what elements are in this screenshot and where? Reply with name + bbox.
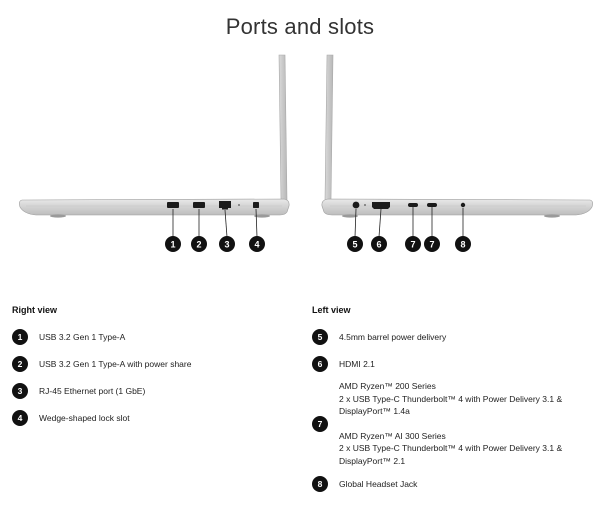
item-text-block: AMD Ryzen™ 200 Series 2 x USB Type-C Thu… [339, 380, 562, 467]
callout-number: 4 [254, 239, 259, 249]
laptop-left-lid [324, 54, 334, 201]
item-number-badge: 4 [12, 410, 28, 426]
item-number-badge: 6 [312, 356, 328, 372]
callout-circle [405, 236, 421, 252]
item-text: USB 3.2 Gen 1 Type-A with power share [39, 359, 192, 369]
list-item: 2 USB 3.2 Gen 1 Type-A with power share [12, 356, 292, 372]
callout-number: 7 [410, 239, 415, 249]
item-text-line: DisplayPort™ 2.1 [339, 455, 406, 466]
headset-jack-icon [460, 202, 466, 208]
callout-number: 1 [170, 239, 175, 249]
callout-number: 3 [224, 239, 229, 249]
callout-number: 5 [352, 239, 357, 249]
callout-markers: 1 2 3 4 5 6 7 7 8 [165, 236, 471, 252]
item-text: HDMI 2.1 [339, 359, 375, 369]
laptop-left-base [321, 198, 593, 216]
list-item: 6 HDMI 2.1 [312, 356, 597, 372]
hdmi-port-icon [372, 202, 390, 209]
usb-c-port-icon [427, 203, 437, 207]
item-text-line: 2 x USB Type-C Thunderbolt™ 4 with Power… [339, 393, 563, 404]
page-title: Ports and slots [225, 14, 375, 39]
item-number-badge: 3 [12, 383, 28, 399]
callout-circle [424, 236, 440, 252]
callout-circle [191, 236, 207, 252]
item-text: RJ-45 Ethernet port (1 GbE) [39, 386, 146, 396]
left-view-section: Left view 5 4.5mm barrel power delivery … [312, 305, 597, 492]
callout-circle [371, 236, 387, 252]
barrel-power-port-icon [352, 201, 360, 209]
item-number-badge: 1 [12, 329, 28, 345]
callout-circle [249, 236, 265, 252]
item-text: USB 3.2 Gen 1 Type-A [39, 332, 126, 342]
callout-number: 6 [376, 239, 381, 249]
usb-a-port-icon [193, 202, 205, 208]
laptop-illustrations: 1 2 3 4 5 6 7 7 8 [19, 54, 593, 252]
callout-number: 8 [460, 239, 465, 249]
item-number-badge: 2 [12, 356, 28, 372]
list-item: 4 Wedge-shaped lock slot [12, 410, 292, 426]
callout-circle [347, 236, 363, 252]
laptop-right-view [19, 54, 290, 238]
list-item: 7 AMD Ryzen™ 200 Series 2 x USB Type-C T… [312, 380, 597, 467]
item-text-line: DisplayPort™ 1.4a [339, 406, 410, 416]
callout-circle [455, 236, 471, 252]
right-view-heading: Right view [12, 305, 58, 315]
lock-slot-icon [253, 202, 259, 208]
usb-c-port-icon [408, 203, 418, 207]
laptop-right-lid [278, 54, 288, 201]
ethernet-port-icon [219, 201, 231, 210]
list-item: 1 USB 3.2 Gen 1 Type-A [12, 329, 292, 345]
list-item: 5 4.5mm barrel power delivery [312, 329, 597, 345]
item-text: Global Headset Jack [339, 479, 418, 489]
usb-a-port-icon [167, 202, 179, 208]
item-number-badge: 5 [312, 329, 328, 345]
item-number-badge: 8 [312, 476, 328, 492]
laptop-right-base [19, 198, 290, 216]
item-text-line: 2 x USB Type-C Thunderbolt™ 4 with Power… [339, 443, 563, 453]
callout-circle [165, 236, 181, 252]
item-text-line: AMD Ryzen™ 200 Series [339, 381, 436, 391]
callout-number: 2 [196, 239, 201, 249]
item-text: 4.5mm barrel power delivery [339, 332, 447, 342]
item-number-badge: 7 [312, 415, 328, 432]
list-item: 3 RJ-45 Ethernet port (1 GbE) [12, 383, 292, 399]
callout-circle [219, 236, 235, 252]
right-view-section: Right view 1 USB 3.2 Gen 1 Type-A 2 USB … [12, 305, 292, 426]
laptop-left-view [321, 54, 593, 238]
left-view-heading: Left view [312, 305, 351, 315]
item-text-line: AMD Ryzen™ AI 300 Series [339, 430, 446, 441]
list-item: 8 Global Headset Jack [312, 476, 597, 492]
item-text: Wedge-shaped lock slot [39, 413, 130, 423]
callout-number: 7 [429, 239, 434, 249]
